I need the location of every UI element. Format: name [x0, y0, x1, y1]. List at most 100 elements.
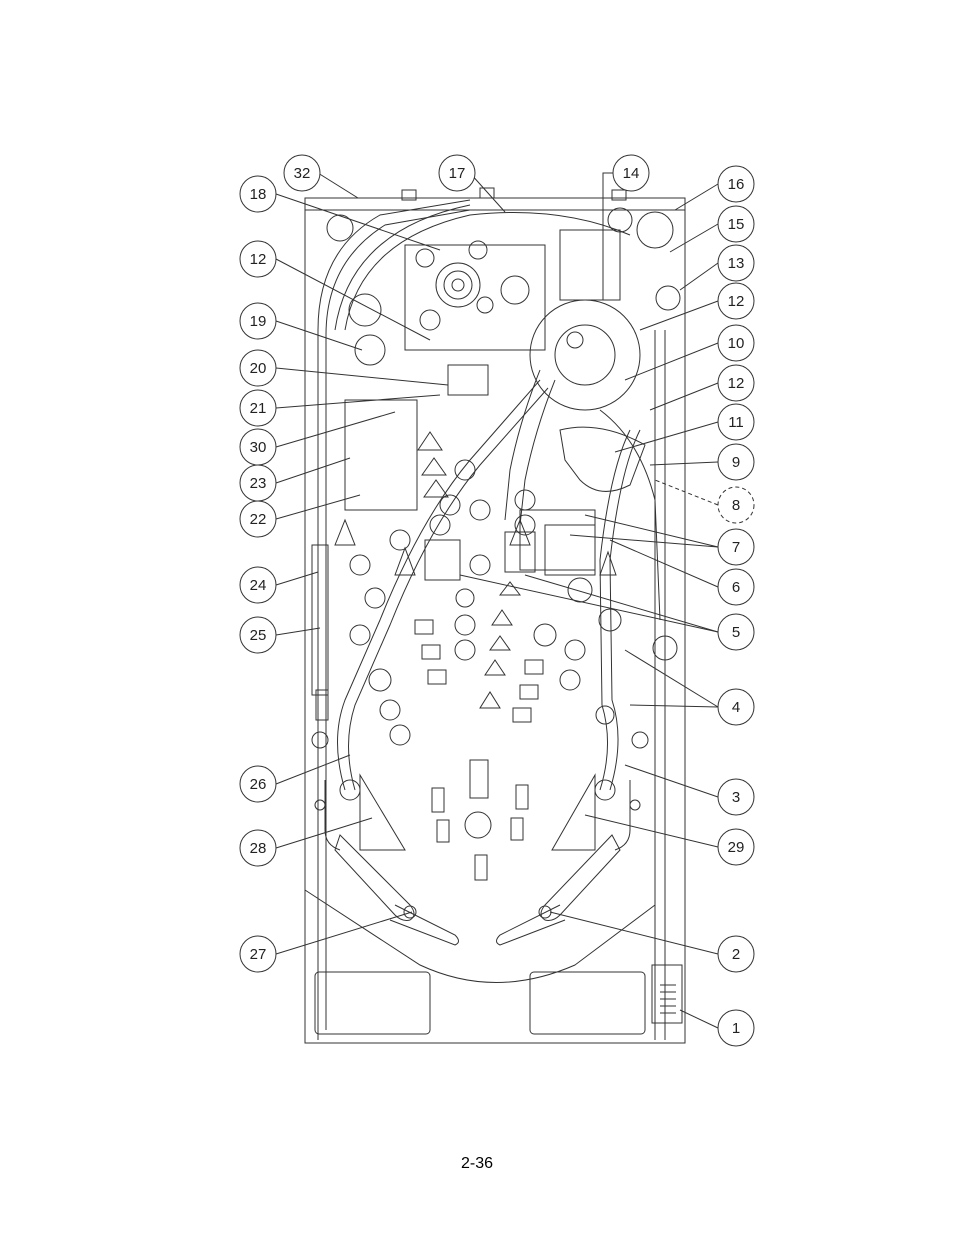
playfield-outline: [304, 197, 686, 1044]
callout-circle: [717, 828, 755, 866]
callout-label: 14: [623, 165, 640, 182]
callout-c10: 10: [717, 324, 755, 362]
callout-label: 12: [728, 375, 745, 392]
callout-c23: 23: [239, 464, 277, 502]
callout-label: 25: [250, 627, 267, 644]
callout-c29: 29: [717, 828, 755, 866]
callout-circle: [717, 324, 755, 362]
callout-label: 17: [449, 165, 466, 182]
callout-c11: 11: [717, 403, 755, 441]
callout-c12c: 12: [717, 282, 755, 320]
callout-label: 13: [728, 255, 745, 272]
callout-label: 5: [732, 624, 740, 641]
callout-label: 22: [250, 511, 267, 528]
callout-c24: 24: [239, 566, 277, 604]
callout-circle: [717, 1009, 755, 1047]
callout-c22: 22: [239, 500, 277, 538]
callout-c2: 2: [717, 935, 755, 973]
callout-label: 20: [250, 360, 267, 377]
callout-label: 29: [728, 839, 745, 856]
callout-circle: [717, 403, 755, 441]
callout-label: 26: [250, 776, 267, 793]
callout-c27: 27: [239, 935, 277, 973]
callout-label: 11: [728, 414, 744, 431]
callout-c20: 20: [239, 349, 277, 387]
callout-c5: 5: [717, 613, 755, 651]
callout-c13: 13: [717, 244, 755, 282]
callout-label: 12: [728, 293, 745, 310]
callout-c14: 14: [612, 154, 650, 192]
callout-c8: 8: [717, 486, 755, 524]
callout-label: 32: [294, 165, 311, 182]
callout-circle: [239, 935, 277, 973]
callout-label: 15: [728, 216, 745, 233]
callout-circle: [239, 765, 277, 803]
callout-circle: [717, 935, 755, 973]
callout-c7: 7: [717, 528, 755, 566]
callout-c12a: 12: [239, 240, 277, 278]
callout-label: 3: [732, 789, 740, 806]
callout-circle: [239, 389, 277, 427]
callout-c19: 19: [239, 302, 277, 340]
callout-label: 8: [732, 497, 740, 514]
callout-circle: [239, 566, 277, 604]
callout-circle: [283, 154, 321, 192]
callout-label: 18: [250, 186, 267, 203]
callout-circle: [717, 568, 755, 606]
callout-label: 16: [728, 176, 745, 193]
callout-label: 4: [732, 699, 740, 716]
callout-c4: 4: [717, 688, 755, 726]
callout-circle: [239, 829, 277, 867]
callout-c9: 9: [717, 443, 755, 481]
callout-label: 19: [250, 313, 267, 330]
callout-label: 21: [250, 400, 267, 417]
callout-circle: [239, 428, 277, 466]
callout-c18: 18: [239, 175, 277, 213]
callout-c28: 28: [239, 829, 277, 867]
callout-c15: 15: [717, 205, 755, 243]
callout-label: 7: [732, 539, 740, 556]
callout-label: 28: [250, 840, 267, 857]
callout-circle: [717, 528, 755, 566]
callout-c30: 30: [239, 428, 277, 466]
callout-circle: [717, 244, 755, 282]
callout-label: 24: [250, 577, 267, 594]
callout-label: 27: [250, 946, 267, 963]
callout-circle: [717, 613, 755, 651]
callout-circle: [239, 349, 277, 387]
callout-label: 2: [732, 946, 740, 963]
callout-circle: [717, 443, 755, 481]
callout-c32: 32: [283, 154, 321, 192]
callout-circle: [717, 364, 755, 402]
callout-c25: 25: [239, 616, 277, 654]
callout-c3: 3: [717, 778, 755, 816]
callout-label: 23: [250, 475, 267, 492]
callout-c21: 21: [239, 389, 277, 427]
callout-c6: 6: [717, 568, 755, 606]
callout-circle: [239, 175, 277, 213]
callout-circle: [717, 486, 755, 524]
callout-circle: [239, 240, 277, 278]
callout-circle: [717, 205, 755, 243]
callout-c12b: 12: [717, 364, 755, 402]
callout-c16: 16: [717, 165, 755, 203]
callout-label: 6: [732, 579, 740, 596]
callout-label: 12: [250, 251, 267, 268]
callout-label: 10: [728, 335, 745, 352]
callout-c1: 1: [717, 1009, 755, 1047]
callout-c26: 26: [239, 765, 277, 803]
callout-circle: [239, 616, 277, 654]
callout-circle: [612, 154, 650, 192]
callout-circle: [438, 154, 476, 192]
callout-label: 9: [732, 454, 740, 471]
page-number: 2-36: [460, 1155, 494, 1172]
callout-label: 1: [732, 1020, 740, 1037]
callout-circle: [717, 688, 755, 726]
callout-c17: 17: [438, 154, 476, 192]
callout-circle: [717, 165, 755, 203]
callout-circle: [717, 282, 755, 320]
callout-circle: [717, 778, 755, 816]
callout-label: 30: [250, 439, 267, 456]
callout-circle: [239, 302, 277, 340]
